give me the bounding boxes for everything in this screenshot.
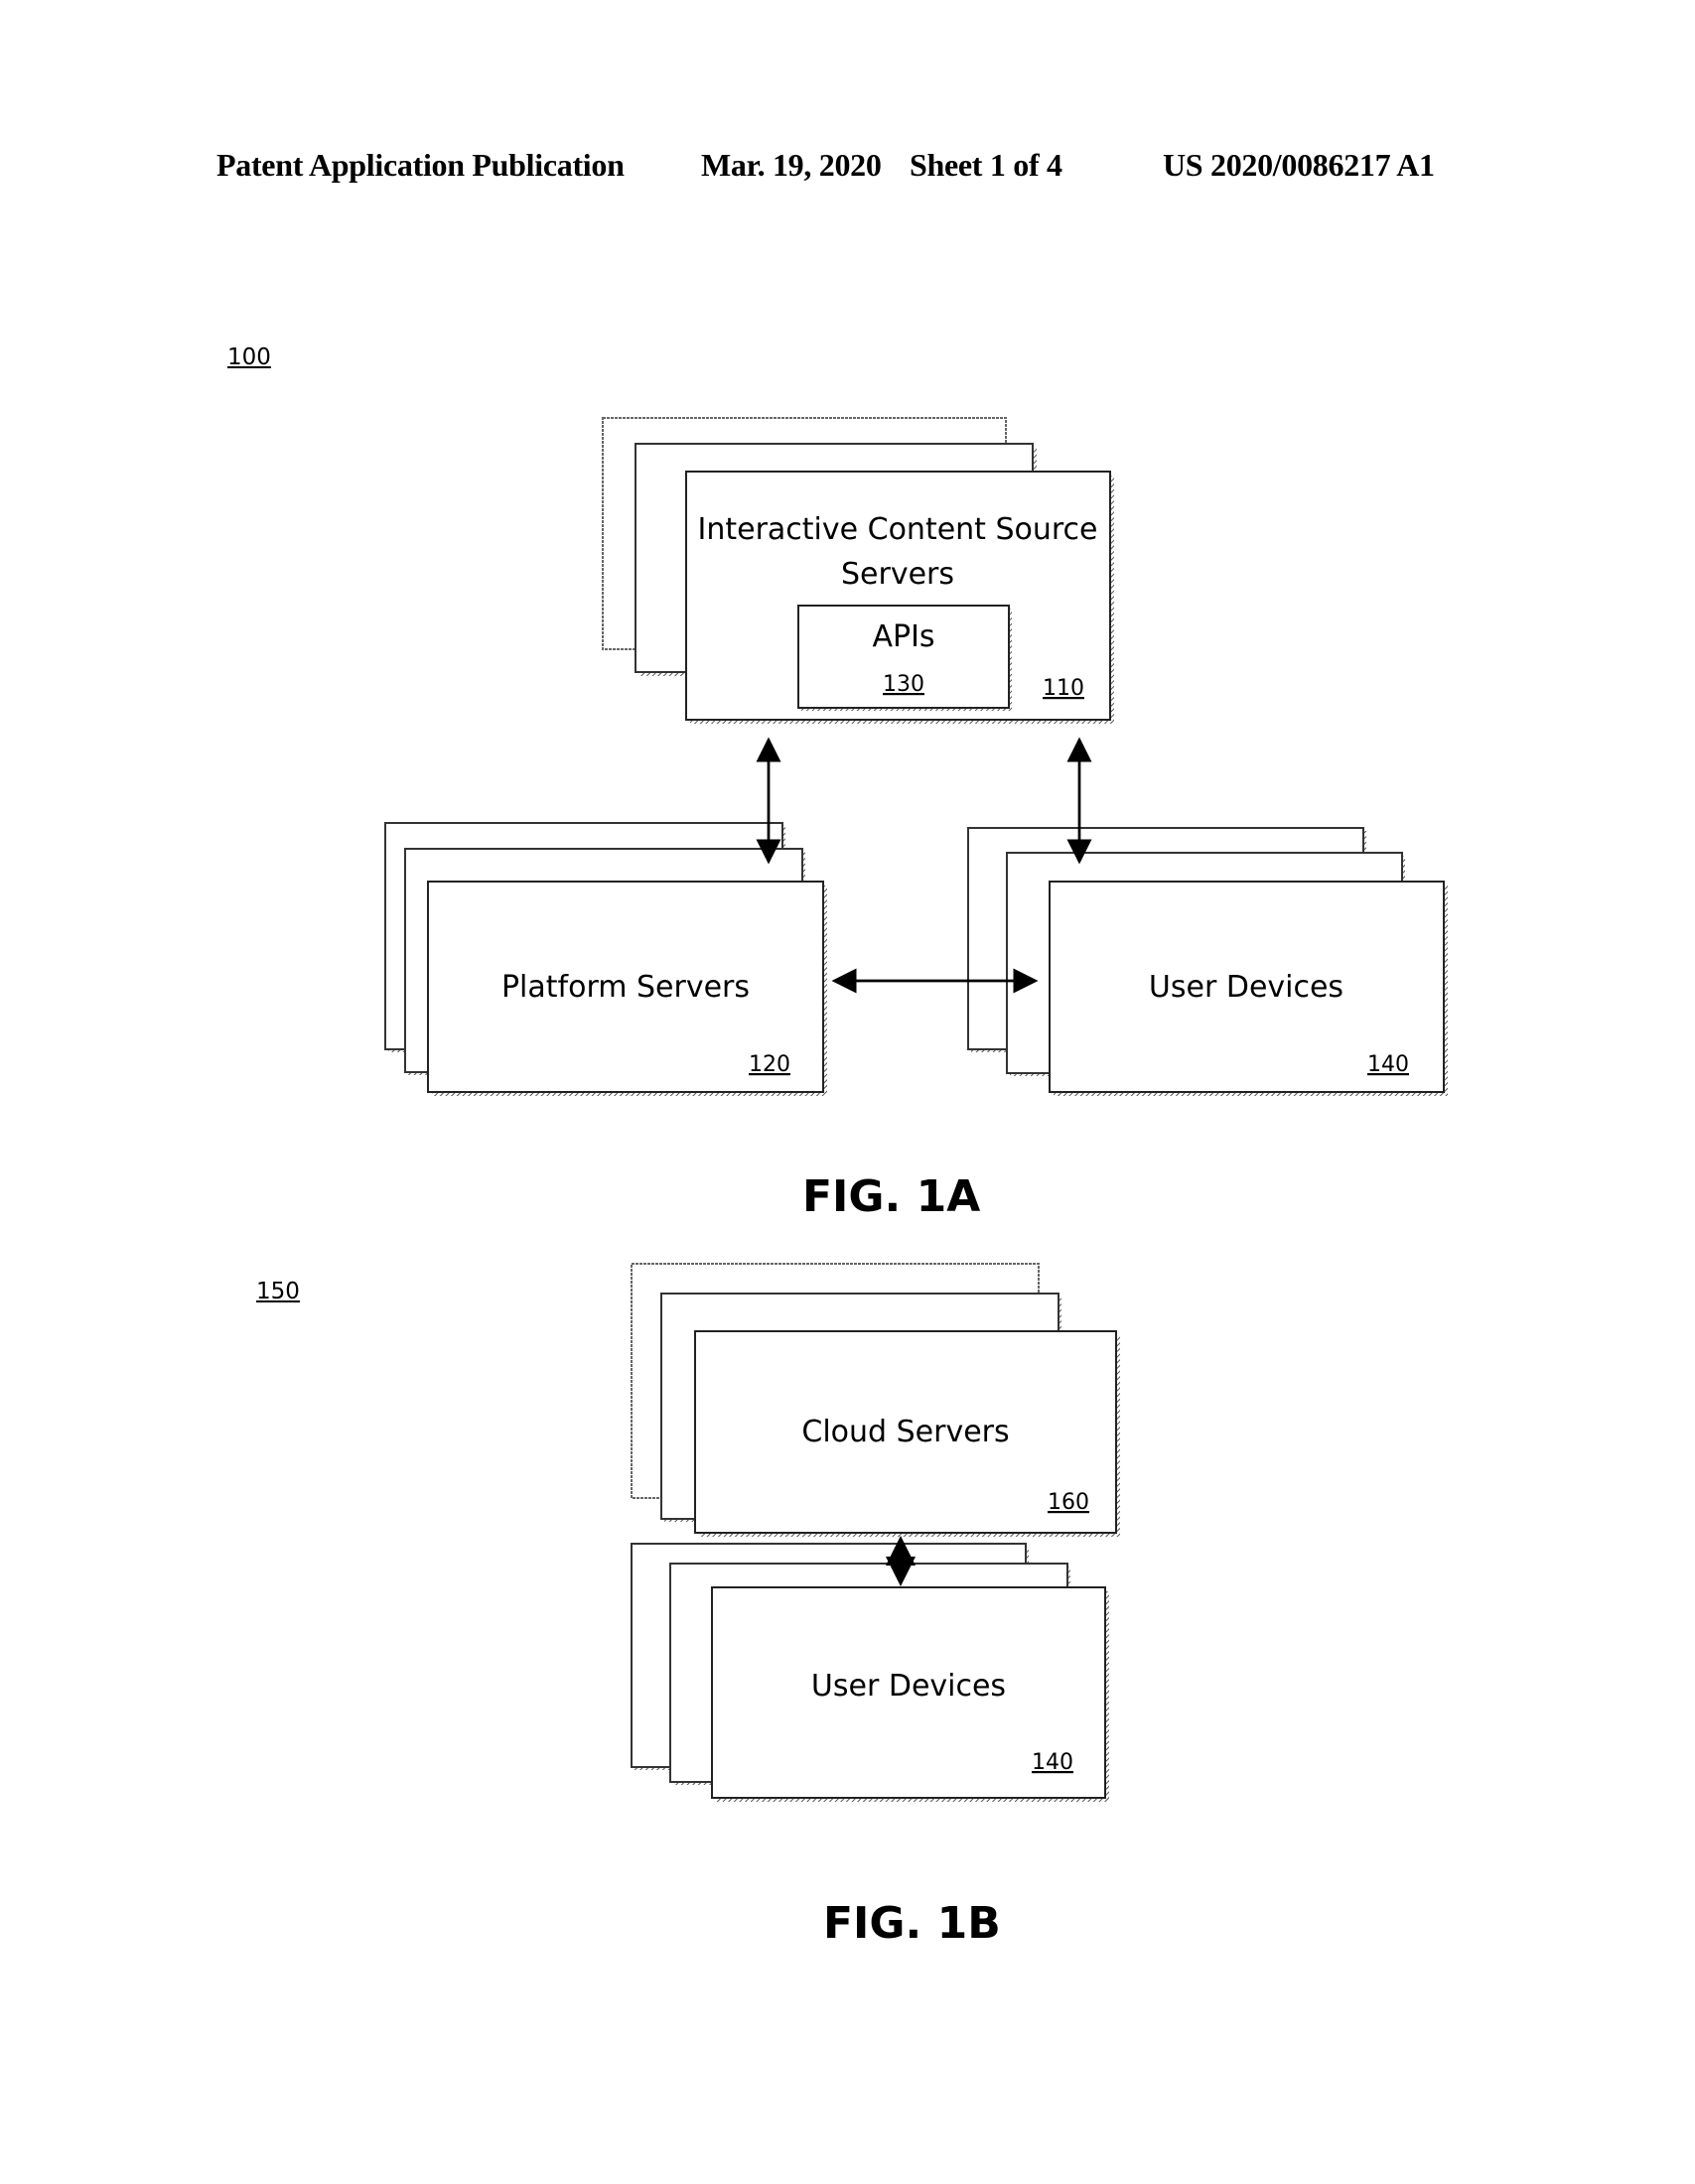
publication-number: US 2020/0086217 A1 <box>1163 147 1435 183</box>
platform-servers-box: Platform Servers 120 <box>427 881 827 1096</box>
apis-label: APIs <box>872 619 934 654</box>
content-servers-label-line2: Servers <box>841 557 954 592</box>
content-servers-label-line1: Interactive Content Source <box>697 512 1097 547</box>
fig1b-caption: FIG. 1B <box>823 1898 1001 1949</box>
user-devices-ref-1b: 140 <box>1032 1750 1073 1775</box>
user-devices-stack-1a: User Devices 140 <box>967 827 1448 1096</box>
cloud-servers-stack: Cloud Servers 160 <box>631 1263 1120 1537</box>
user-devices-stack-1b: User Devices 140 <box>631 1543 1109 1802</box>
platform-servers-ref: 120 <box>749 1052 790 1077</box>
user-devices-box-1b: User Devices 140 <box>711 1586 1109 1802</box>
platform-servers-label: Platform Servers <box>501 970 750 1005</box>
apis-box: APIs 130 <box>797 605 1012 711</box>
user-devices-ref-1a: 140 <box>1367 1052 1409 1077</box>
fig1a-caption: FIG. 1A <box>802 1171 981 1222</box>
user-devices-box-1a: User Devices 140 <box>1049 881 1448 1096</box>
user-devices-label-1b: User Devices <box>811 1669 1006 1704</box>
cloud-servers-ref: 160 <box>1048 1490 1089 1515</box>
sheet-number: Sheet 1 of 4 <box>910 147 1062 183</box>
cloud-servers-label: Cloud Servers <box>801 1415 1009 1449</box>
user-devices-label-1a: User Devices <box>1149 970 1343 1005</box>
fig1a-reference: 100 <box>227 344 271 370</box>
fig1b-reference: 150 <box>256 1279 300 1304</box>
content-servers-ref: 110 <box>1043 676 1084 701</box>
content-servers-box: Interactive Content Source Servers 110 <box>685 471 1114 724</box>
publication-type: Patent Application Publication <box>216 147 625 183</box>
platform-servers-stack: Platform Servers 120 <box>384 822 827 1096</box>
content-servers-stack: Interactive Content Source Servers 110 A… <box>602 417 1114 724</box>
publication-date: Mar. 19, 2020 <box>701 147 882 183</box>
cloud-servers-box: Cloud Servers 160 <box>694 1330 1120 1537</box>
apis-ref: 130 <box>883 672 924 697</box>
